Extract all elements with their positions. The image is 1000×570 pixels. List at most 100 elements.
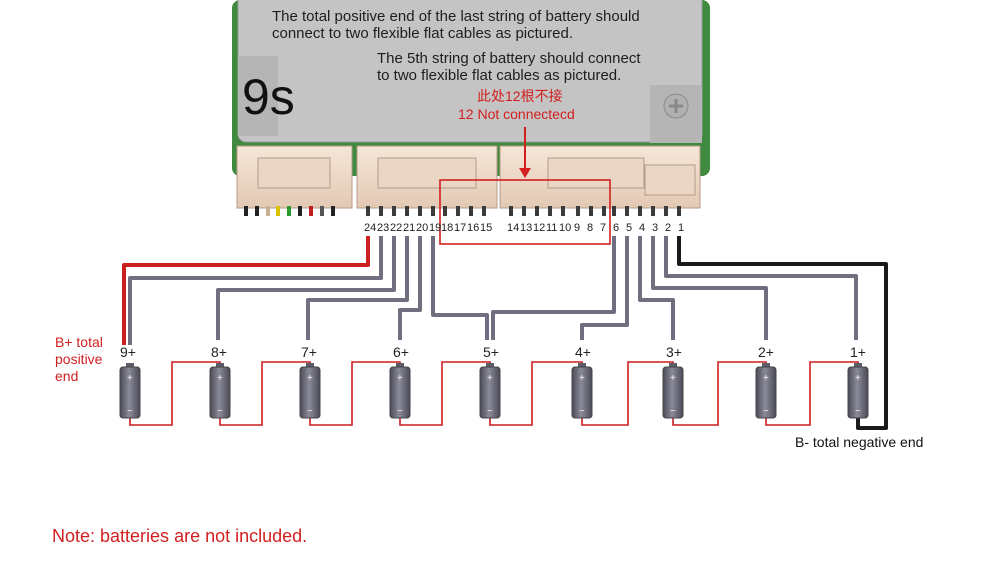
pin-stub bbox=[589, 206, 593, 216]
pin-stub bbox=[602, 206, 606, 216]
board-note-mid-1: The 5th string of battery should connect bbox=[377, 50, 641, 67]
battery-labels: 9+ 8+ 7+ 6+ 5+ 4+ 3+ 2+ 1+ bbox=[120, 344, 866, 360]
minus-icon: − bbox=[397, 406, 403, 417]
pin-stub bbox=[535, 206, 539, 216]
minus-icon: − bbox=[127, 406, 133, 417]
pin-stub bbox=[392, 206, 396, 216]
plus-icon: + bbox=[763, 373, 769, 384]
minus-icon: − bbox=[579, 406, 585, 417]
pin-stub bbox=[418, 206, 422, 216]
footer-note: Note: batteries are not included. bbox=[52, 526, 307, 546]
pin-label: 15 bbox=[480, 222, 492, 234]
wire-pin2 bbox=[664, 236, 858, 340]
pin-label: 3 bbox=[652, 222, 658, 234]
plus-icon: + bbox=[217, 373, 223, 384]
pin-label: 23 bbox=[377, 222, 389, 234]
series-links bbox=[129, 361, 859, 426]
pin-stub bbox=[366, 206, 370, 216]
pin-label: 6 bbox=[613, 222, 619, 234]
pin-label: 4 bbox=[639, 222, 645, 234]
plus-icon: + bbox=[670, 373, 676, 384]
wire-pin24 bbox=[122, 236, 370, 345]
minus-icon: − bbox=[855, 406, 861, 417]
pin-stub bbox=[561, 206, 565, 216]
pin-stub bbox=[638, 206, 642, 216]
battery-cell: +− bbox=[119, 363, 141, 419]
minus-icon: − bbox=[763, 406, 769, 417]
pin-label: 8 bbox=[587, 222, 593, 234]
plus-icon: + bbox=[127, 373, 133, 384]
b-plus-label-1: B+ total bbox=[55, 334, 103, 350]
pin-stub bbox=[469, 206, 473, 216]
wire-pin3 bbox=[651, 236, 768, 340]
pin-label: 20 bbox=[416, 222, 428, 234]
pin-stub bbox=[431, 206, 435, 216]
board-note-mid-2: to two flexible flat cables as pictured. bbox=[377, 67, 621, 84]
pin-label: 10 bbox=[559, 222, 571, 234]
screw-icon bbox=[663, 93, 689, 119]
battery-label: 9+ bbox=[120, 344, 136, 360]
battery-label: 7+ bbox=[301, 344, 317, 360]
wire-pin19 bbox=[431, 236, 489, 340]
not-connected-highlight bbox=[439, 179, 611, 245]
pin-label: 19 bbox=[429, 222, 441, 234]
pin-label: 11 bbox=[546, 222, 557, 234]
pin-stub bbox=[509, 206, 513, 216]
battery-label: 8+ bbox=[211, 344, 227, 360]
battery-cell: +− bbox=[389, 363, 411, 419]
nc-label-en: 12 Not connectecd bbox=[458, 106, 575, 122]
connector-block bbox=[236, 145, 701, 209]
pin-label: 16 bbox=[467, 222, 479, 234]
plus-icon: + bbox=[487, 373, 493, 384]
battery-cell: +− bbox=[847, 363, 869, 419]
pin-labels-left: 24 23 22 21 20 19 bbox=[364, 222, 441, 234]
pin-stub bbox=[677, 206, 681, 216]
battery-cell: +− bbox=[662, 363, 684, 419]
plus-icon: + bbox=[397, 373, 403, 384]
wire-pin6 bbox=[491, 236, 616, 340]
pin-stub bbox=[522, 206, 526, 216]
minus-icon: − bbox=[670, 406, 676, 417]
wire-pin5 bbox=[580, 236, 629, 340]
battery-label: 6+ bbox=[393, 344, 409, 360]
battery-label: 1+ bbox=[850, 344, 866, 360]
plus-icon: + bbox=[307, 373, 313, 384]
pin-stub bbox=[576, 206, 580, 216]
nc-label-cn: 此处12根不接 bbox=[477, 88, 563, 104]
wire-pin22 bbox=[216, 236, 396, 340]
pin-labels-right: 6 5 4 3 2 1 bbox=[613, 222, 684, 234]
pin-label: 5 bbox=[626, 222, 632, 234]
pin-labels-not-connected: 18 17 16 15 14 13 12 11 10 9 8 7 bbox=[441, 222, 606, 234]
battery-label: 3+ bbox=[666, 344, 682, 360]
pin-label: 12 bbox=[533, 222, 545, 234]
pin-stub bbox=[379, 206, 383, 216]
arrow-down-icon bbox=[519, 168, 531, 178]
pin-stub bbox=[443, 206, 447, 216]
flex-cables bbox=[122, 236, 888, 430]
battery-cell: +− bbox=[479, 363, 501, 419]
wire-pin1-negative bbox=[677, 236, 888, 430]
minus-icon: − bbox=[217, 406, 223, 417]
pin-label: 7 bbox=[600, 222, 606, 234]
battery-label: 2+ bbox=[758, 344, 774, 360]
b-plus-label-3: end bbox=[55, 368, 78, 384]
wire-pin20 bbox=[398, 236, 422, 340]
pin-label: 21 bbox=[403, 222, 415, 234]
wire-pin21 bbox=[306, 236, 409, 340]
battery-cell: +− bbox=[299, 363, 321, 419]
pin-stub bbox=[664, 206, 668, 216]
pin-stub bbox=[625, 206, 629, 216]
pin-label: 14 bbox=[507, 222, 519, 234]
minus-icon: − bbox=[487, 406, 493, 417]
b-minus-label: B- total negative end bbox=[795, 434, 923, 450]
battery-label: 4+ bbox=[575, 344, 591, 360]
pin-label: 1 bbox=[678, 222, 684, 234]
pin-stub bbox=[456, 206, 460, 216]
wire-pin23 bbox=[128, 236, 383, 345]
minus-icon: − bbox=[307, 406, 313, 417]
pin-stubs bbox=[366, 206, 681, 216]
pin-label: 22 bbox=[390, 222, 402, 234]
model-label: 9s bbox=[242, 69, 295, 125]
wire-pin4 bbox=[638, 236, 675, 340]
